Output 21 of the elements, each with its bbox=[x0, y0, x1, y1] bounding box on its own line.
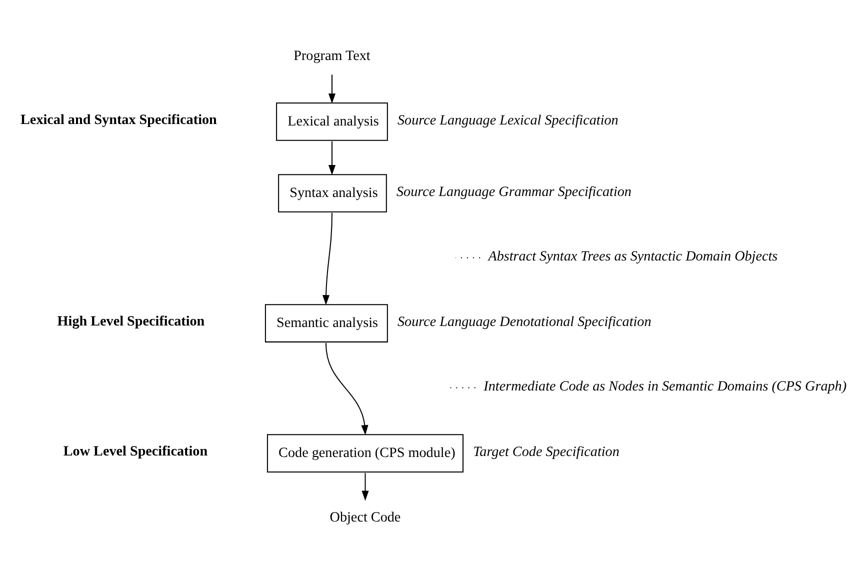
connector bbox=[450, 386, 476, 388]
node-text: Abstract Syntax Trees as Syntactic Domain Objects bbox=[488, 248, 778, 264]
node-label: Source Language Lexical Specification bbox=[398, 112, 618, 128]
arrow bbox=[322, 212, 332, 305]
node-label: Target Code Specification bbox=[473, 444, 620, 460]
arrow bbox=[328, 140, 336, 175]
node-label: Source Language Grammar Specification bbox=[396, 183, 632, 200]
arrow bbox=[362, 472, 369, 500]
node-text: Object Code bbox=[330, 509, 401, 526]
label: High Level Specification bbox=[57, 313, 205, 330]
label: Low Level Specification bbox=[63, 443, 208, 460]
node-label: Source Language Denotational Specification bbox=[398, 314, 652, 330]
arrow bbox=[328, 74, 336, 104]
arrow bbox=[325, 342, 368, 435]
node-box: Lexical analysis bbox=[276, 102, 388, 140]
node-text: Program Text bbox=[294, 47, 370, 64]
node-box: Code generation (CPS module) bbox=[266, 434, 464, 472]
node-text: Intermediate Code as Nodes in Semantic Domains (CPS Graph) bbox=[484, 378, 847, 394]
node-box: Syntax analysis bbox=[278, 174, 387, 212]
node-box: Semantic analysis bbox=[264, 304, 388, 342]
label: Lexical and Syntax Specification bbox=[20, 111, 217, 128]
